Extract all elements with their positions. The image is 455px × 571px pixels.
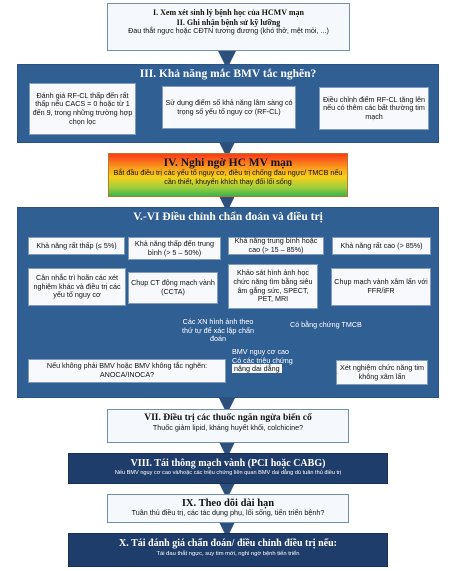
section-8-box: VIII. Tái thông mạch vành (PCI hoặc CABG… (68, 453, 388, 484)
prob-very-low-box: Khả năng rất thấp (≤ 5%) (28, 237, 125, 255)
section-5-6-title: V.-VI Điều chỉnh chẩn đoán và điều trị (133, 211, 323, 223)
noninvasive-functional-text: Xét nghiệm chức năng tim không xâm lấn (340, 362, 424, 381)
section-8-text: Nếu BMV nguy cơ cao và/hoặc các triệu ch… (114, 470, 342, 476)
section-9-box: IX. Theo dõi dài hạn Tuân thủ điều trị, … (107, 494, 349, 523)
section-7-box: VII. Điều trị các thuốc ngăn ngừa biến c… (107, 409, 349, 443)
rfcl-low-box: Đánh giá RF-CL thấp đến rất thấp nếu CAC… (29, 83, 136, 135)
section-10-title: X. Tái đánh giá chẩn đoán/ điều chỉnh đi… (119, 538, 337, 549)
imaging-sequence-note: Các XN hình ảnh theo thứ tự để xác lập c… (182, 317, 254, 344)
functional-imaging-box: Khảo sát hình ảnh học chức năng tìm bằng… (228, 264, 318, 309)
ischemia-evidence-text: Có bằng chứng TMCB (290, 320, 362, 329)
rfcl-score-box: Sử dụng điểm số khả năng lâm sàng có trọ… (162, 86, 296, 129)
prob-low-text: Khả năng thấp đến trung bình (> 5 – 50%) (134, 238, 215, 257)
section-4-title: IV. Nghi ngờ HC MV mạn (163, 157, 293, 169)
ccta-box: Chụp CT động mạch vành (CCTA) (128, 272, 218, 304)
rfcl-score-text: Sử dụng điểm số khả năng lâm sàng có trọ… (165, 97, 293, 116)
ccta-text: Chụp CT động mạch vành (CCTA) (131, 278, 215, 296)
prob-moderate-box: Khả năng trung bình hoặc cao (> 15 – 85%… (228, 237, 324, 255)
prob-high-box: Khả năng rất cao (> 85%) (332, 237, 431, 255)
rfcl-adjust-box: Điều chỉnh điểm RF-CL tăng lên nếu có th… (319, 87, 429, 130)
anoca-inoca-box: Nếu không phải BMV hoặc BMV không tắc ng… (28, 359, 226, 383)
rfcl-low-text: Đánh giá RF-CL thấp đến rất thấp nếu CAC… (32, 90, 133, 126)
section-1-2-box: I. Xem xét sinh lý bệnh học của HCMV mạn… (107, 3, 350, 51)
section-4-box: IV. Nghi ngờ HC MV mạn Bắt đầu điều trị … (108, 153, 348, 197)
section-3-title: III. Khả năng mắc BMV tắc nghẽn? (139, 68, 317, 80)
imaging-sequence-text: Các XN hình ảnh theo thứ tự để xác lập c… (182, 317, 254, 344)
section-10-text: Tái đau thắt ngực, suy tim mới, nghi ngờ… (156, 551, 300, 557)
high-risk-line-2: Có các triệu chứng (232, 355, 293, 365)
section-9-title: IX. Theo dõi dài hạn (181, 498, 275, 509)
ica-ffr-box: Chụp mạch vành xâm lấn với FFR/iFR (331, 268, 431, 306)
ischemia-evidence-note: Có bằng chứng TMCB (290, 320, 370, 330)
section-9-text: Tuân thủ điều trị, các tác dụng phụ, lối… (131, 508, 325, 517)
defer-testing-text: Cân nhắc trì hoãn các xét nghiệm khác và… (33, 273, 121, 300)
high-risk-line-1: BMV nguy cơ cao (232, 347, 290, 356)
section-8-title: VIII. Tái thông mạch vành (PCI hoặc CABG… (130, 458, 326, 469)
prob-very-low-text: Khả năng rất thấp (≤ 5%) (36, 240, 117, 250)
prob-moderate-text: Khả năng trung bình hoặc cao (> 15 – 85%… (234, 236, 318, 254)
functional-imaging-text: Khảo sát hình ảnh học chức năng tìm bằng… (233, 268, 313, 304)
section-7-text: Thuốc giảm lipid, kháng huyết khối, colc… (152, 422, 304, 432)
defer-testing-box: Cân nhắc trì hoãn các xét nghiệm khác và… (28, 268, 126, 306)
prob-low-box: Khả năng thấp đến trung bình (> 5 – 50%) (128, 237, 221, 260)
prob-high-text: Khả năng rất cao (> 85%) (340, 240, 423, 250)
ica-ffr-text: Chụp mạch vành xâm lấn với FFR/iFR (334, 277, 428, 295)
high-risk-line-3: nặng dai dẳng (232, 364, 282, 374)
section-4-text: Bắt đầu điều trị các yếu tố nguy cơ, điề… (113, 168, 343, 186)
noninvasive-functional-box: Xét nghiệm chức năng tim không xâm lấn (336, 360, 428, 385)
high-risk-note: BMV nguy cơ cao Có các triệu chứng nặng … (232, 347, 308, 374)
section-2-title: II. Ghi nhận bệnh sử kỹ lưỡng (176, 17, 281, 27)
section-2-text: Đau thắt ngực hoặc CĐTN tương đương (khó… (128, 26, 329, 36)
rfcl-adjust-text: Điều chỉnh điểm RF-CL tăng lên nếu có th… (322, 94, 425, 121)
anoca-inoca-text: Nếu không phải BMV hoặc BMV không tắc ng… (46, 361, 208, 379)
section-7-title: VII. Điều trị các thuốc ngăn ngừa biến c… (144, 413, 312, 423)
section-10-box: X. Tái đánh giá chẩn đoán/ điều chỉnh đi… (68, 533, 388, 567)
section-1-title: I. Xem xét sinh lý bệnh học của HCMV mạn (153, 8, 304, 17)
